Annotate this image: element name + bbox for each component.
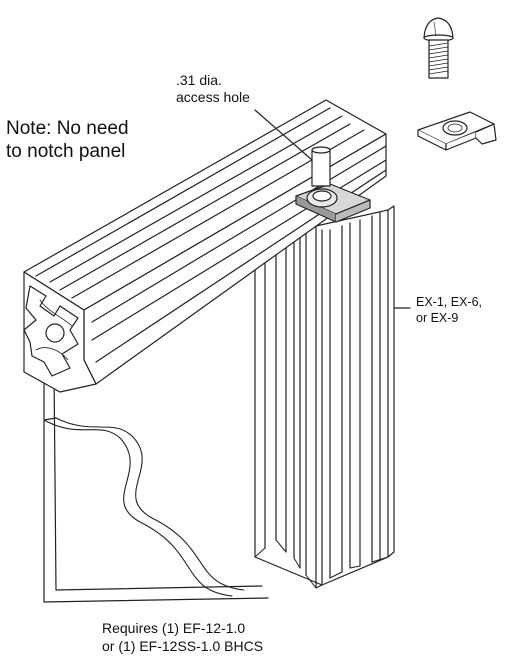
installed-fastener [295, 146, 371, 223]
access-hole-leader [254, 109, 313, 161]
vertical-extrusion [254, 204, 395, 589]
panel [43, 367, 269, 603]
access-hole-label: .31 dia. access hole [176, 72, 250, 106]
extrusion-label: EX-1, EX-6, or EX-9 [416, 295, 482, 325]
screw-icon [423, 17, 454, 79]
note-label: Note: No need to notch panel [6, 118, 129, 162]
clip-icon [417, 111, 497, 151]
requires-label: Requires (1) EF-12-1.0 or (1) EF-12SS-1.… [102, 620, 264, 655]
